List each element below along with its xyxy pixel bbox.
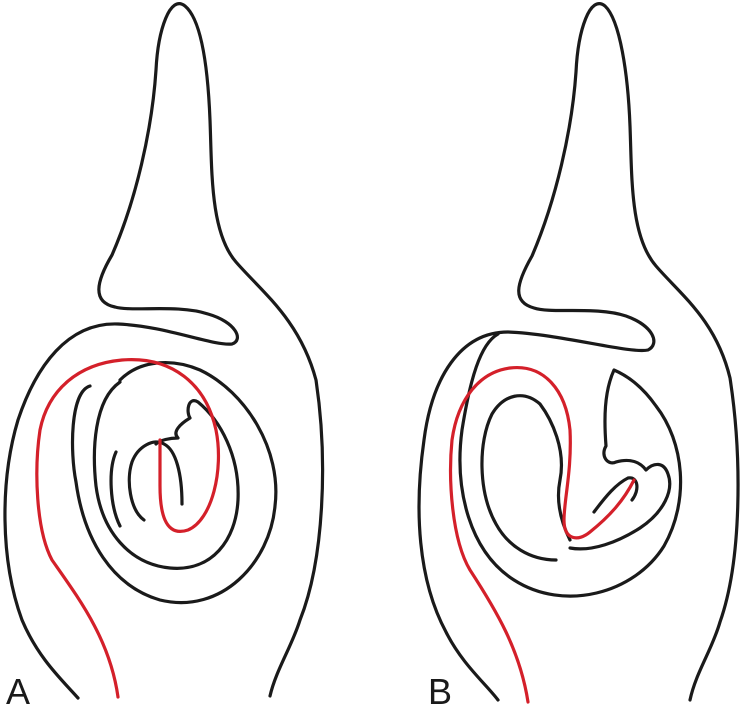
panel-a-inner-tail [109,450,122,528]
panel-a-highlight-path [35,358,221,699]
panel-a-outer-outline [3,2,325,700]
panel-a: A [3,2,325,712]
panel-b-highlight-path [448,366,636,704]
panel-a-label: A [6,671,30,712]
panel-b-interior-fold [480,394,572,562]
panel-b-middle-coil [458,332,683,598]
panel-b: B [417,2,740,712]
panel-a-innermost-fold [127,440,184,522]
panel-a-inner-spiral [92,380,240,570]
panel-b-label: B [428,671,452,712]
panel-b-finger-inner [592,476,639,514]
panel-b-fingers [568,458,672,551]
panel-b-outer-outline [417,2,740,702]
panel-a-middle-coil [70,360,278,605]
